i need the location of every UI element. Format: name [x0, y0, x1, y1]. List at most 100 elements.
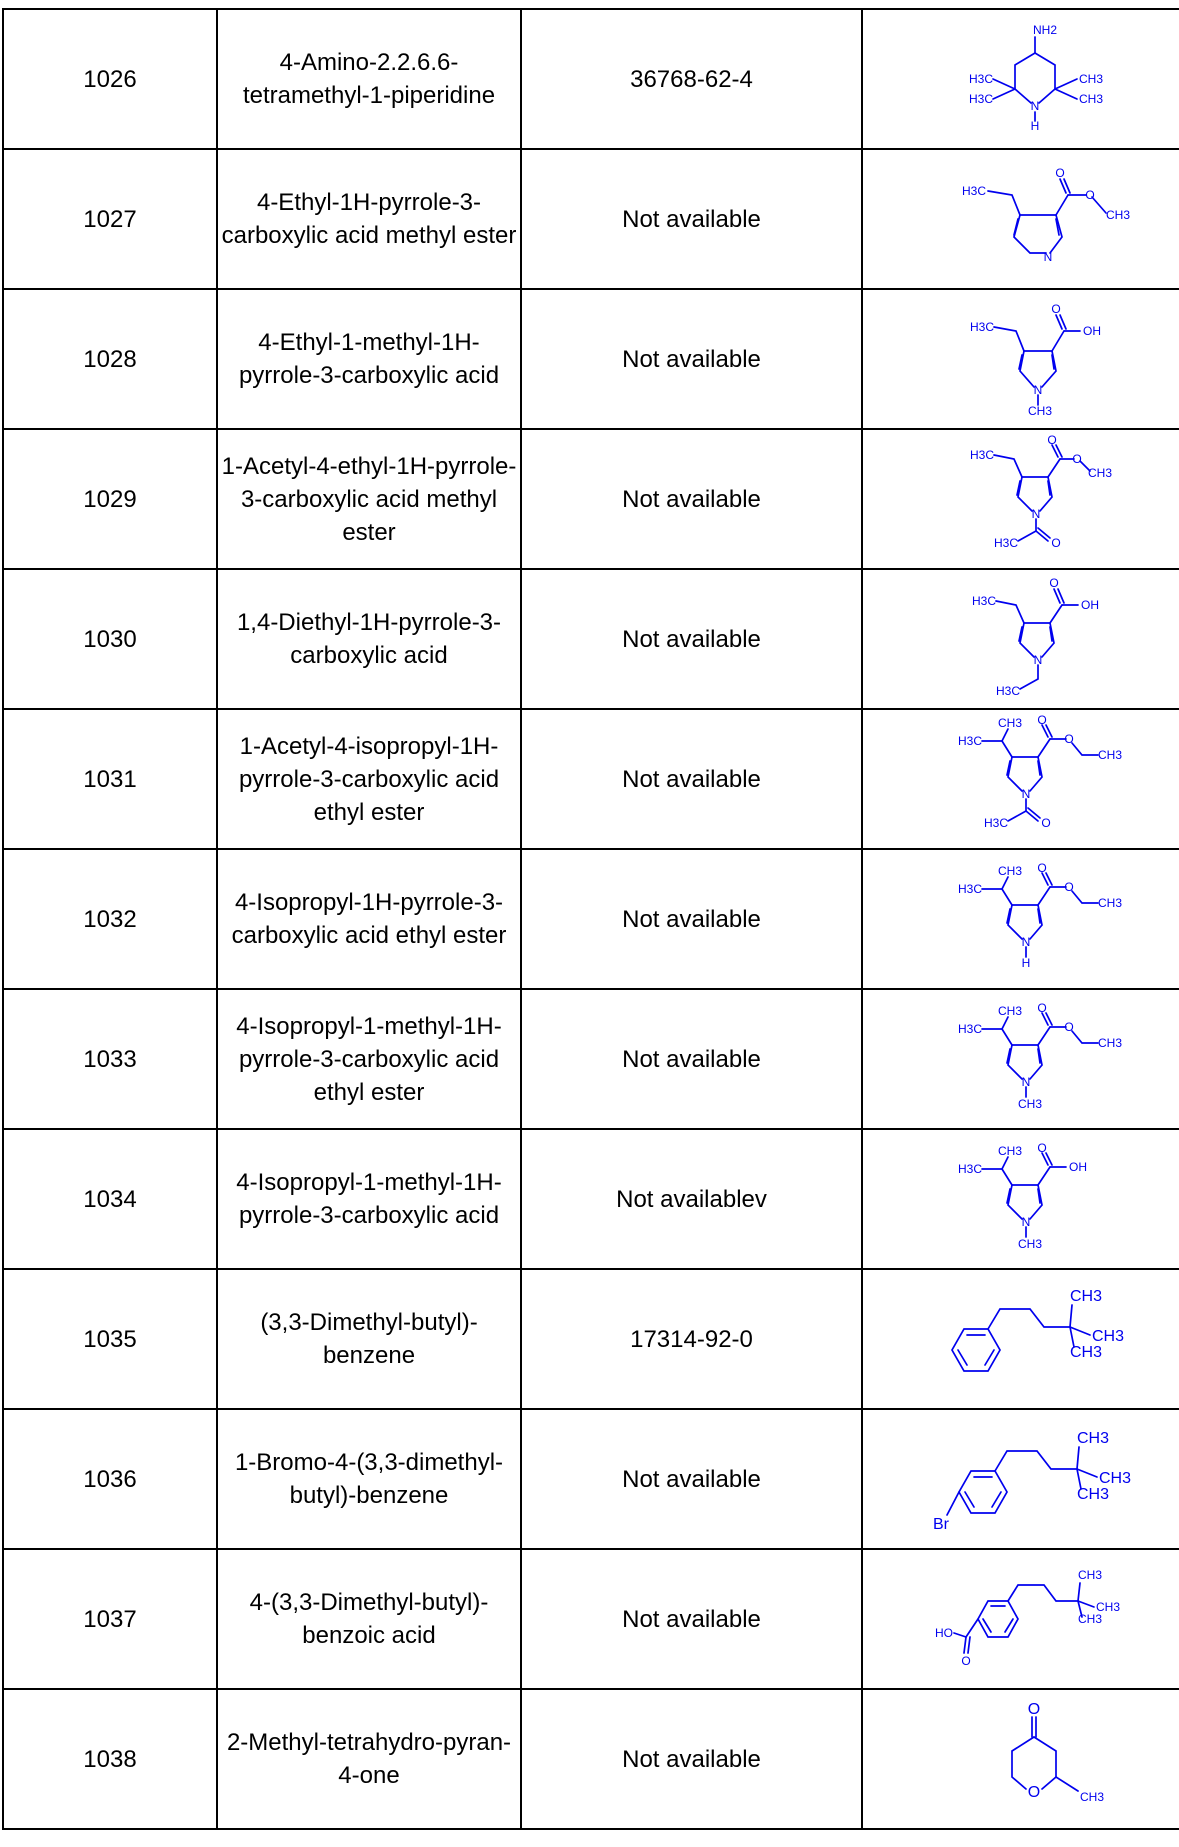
structure-atom: CH3 [997, 1004, 1021, 1018]
structure-image: H3C O OH N CH3 [969, 302, 1101, 418]
cas-number: Not available [520, 1688, 863, 1830]
structure-atom: H3C [983, 816, 1007, 830]
cas-number: Not available [520, 428, 863, 570]
structure-atom: O [1027, 1784, 1039, 1801]
structure-atom: H [1021, 956, 1030, 970]
structure-atom: CH3 [1095, 1600, 1119, 1614]
structure-atom: OH [1083, 324, 1101, 338]
structure-atom: O [1037, 861, 1046, 875]
compound-name: 4-Amino-2.2.6.6-tetramethyl-1-piperidine [242, 49, 496, 109]
structure-atom: CH3 [1097, 1036, 1121, 1050]
compound-id: 1035 [2, 1268, 218, 1410]
structure-atom: H3C [995, 684, 1019, 698]
compound-id: 1032 [2, 848, 218, 990]
cas-number: Not available [520, 848, 863, 990]
structure-atom: H3C [969, 320, 993, 334]
structure-atom: H3C [961, 184, 985, 198]
structure-image: NH2 H3C H3C N H CH3 CH3 [968, 23, 1102, 133]
structure-image: CH3 CH3 CH3 HO O [935, 1568, 1120, 1668]
structure-atom: Br [933, 1516, 950, 1533]
structure-atom: H3C [968, 92, 992, 106]
structure-atom: CH3 [997, 1144, 1021, 1158]
structure-image: CH3 H3C O O CH3 N H [957, 861, 1121, 970]
structure-atom: CH3 [1076, 1430, 1108, 1447]
structure-atom: CH3 [1017, 1237, 1041, 1251]
structure-image: CH3 H3C O O CH3 N CH3 [957, 1001, 1121, 1111]
structure-image: H3C O O CH3 N H3C O [969, 433, 1111, 550]
compound-id: 1036 [2, 1408, 218, 1550]
structure-atom: O [1049, 576, 1058, 590]
cas-number: Not available [520, 148, 863, 290]
structure-atom: H3C [957, 1022, 981, 1036]
structure-atom: CH3 [997, 864, 1021, 878]
cas-number: Not available [520, 1408, 863, 1550]
structure-atom: CH3 [1078, 72, 1102, 86]
structure-atom: H3C [957, 882, 981, 896]
compound-name: 4-Isopropyl-1-methyl-1H-pyrrole-3-carbox… [236, 1169, 502, 1229]
structure-image: CH3 CH3 CH3 Br [933, 1430, 1131, 1533]
structure-image: H3C O OH N H3C [971, 576, 1099, 698]
compound-name: 4-Isopropyl-1-methyl-1H-pyrrole-3-carbox… [236, 1012, 502, 1106]
structure-image: CH3 CH3 CH3 [950, 1288, 1124, 1372]
compound-name: 4-Isopropyl-1H-pyrrole-3-carboxylic acid… [231, 889, 507, 949]
table-row: 1028 4-Ethyl-1-methyl-1H-pyrrole-3-carbo… [2, 288, 1179, 430]
table-row: 1033 4-Isopropyl-1-methyl-1H-pyrrole-3-c… [2, 988, 1179, 1130]
structure-image: O O CH3 [1010, 1701, 1104, 1804]
compound-name: 4-Ethyl-1H-pyrrole-3-carboxylic acid met… [221, 189, 517, 249]
cas-number: Not available [520, 988, 863, 1130]
structure-atom: CH3 [1105, 208, 1129, 222]
structure-atom: CH3 [1078, 92, 1102, 106]
structure-atom: CH3 [1077, 1612, 1101, 1626]
structure-atom: H [1030, 119, 1039, 133]
structure-atom: N [1021, 935, 1030, 949]
cas-number: Not available [520, 568, 863, 710]
table-row: 1035 (3,3-Dimethyl-butyl)-benzene 17314-… [2, 1268, 1179, 1410]
structure-atom: O [1051, 302, 1060, 316]
structure-atom: O [1037, 713, 1046, 727]
structure-atom: H3C [957, 734, 981, 748]
structure-atom: CH3 [1079, 1790, 1103, 1804]
compound-id: 1027 [2, 148, 218, 290]
structure-atom: CH3 [997, 716, 1021, 730]
compound-id: 1031 [2, 708, 218, 850]
table-row: 1027 4-Ethyl-1H-pyrrole-3-carboxylic aci… [2, 148, 1179, 290]
structure-atom: N [1021, 1075, 1030, 1089]
structure-atom: CH3 [1098, 1470, 1130, 1487]
structure-atom: O [1037, 1141, 1046, 1155]
structure-atom: O [1055, 166, 1064, 180]
table-row: 1037 4-(3,3-Dimethyl-butyl)-benzoic acid… [2, 1548, 1179, 1690]
structure-atom: O [1064, 1020, 1073, 1034]
cas-number: 36768-62-4 [520, 8, 863, 150]
table-row: 1026 4-Amino-2.2.6.6-tetramethyl-1-piper… [2, 8, 1179, 150]
structure-atom: H3C [969, 448, 993, 462]
compound-name: 1,4-Diethyl-1H-pyrrole-3-carboxylic acid [236, 609, 502, 669]
structure-atom: H3C [971, 594, 995, 608]
table-row: 1036 1-Bromo-4-(3,3-dimethyl-butyl)-benz… [2, 1408, 1179, 1550]
structure-atom: N [1043, 250, 1052, 264]
structure-atom: N [1021, 787, 1030, 801]
structure-atom: O [1037, 1001, 1046, 1015]
structure-image: CH3 H3C O OH N CH3 [957, 1141, 1087, 1251]
compound-id: 1026 [2, 8, 218, 150]
structure-atom: OH [1069, 1160, 1087, 1174]
structure-atom: H3C [957, 1162, 981, 1176]
compound-name: 1-Bromo-4-(3,3-dimethyl-butyl)-benzene [234, 1449, 504, 1509]
cas-number: Not available [520, 708, 863, 850]
structure-atom: O [1027, 1701, 1039, 1718]
compound-name: 4-Ethyl-1-methyl-1H-pyrrole-3-carboxylic… [238, 329, 500, 389]
compound-name: 2-Methyl-tetrahydro-pyran-4-one [226, 1729, 512, 1789]
structure-atom: N [1031, 507, 1040, 521]
cas-number: 17314-92-0 [520, 1268, 863, 1410]
structure-atom: O [1064, 732, 1073, 746]
structure-atom: CH3 [1091, 1328, 1123, 1345]
compound-name: 1-Acetyl-4-isopropyl-1H-pyrrole-3-carbox… [238, 732, 500, 826]
structure-atom: CH3 [1097, 748, 1121, 762]
structure-atom: OH [1081, 598, 1099, 612]
structure-atom: O [1051, 536, 1060, 550]
structure-atom: O [1072, 452, 1081, 466]
compound-id: 1028 [2, 288, 218, 430]
structure-atom: CH3 [1017, 1097, 1041, 1111]
table-row: 1034 4-Isopropyl-1-methyl-1H-pyrrole-3-c… [2, 1128, 1179, 1270]
structure-atom: H3C [993, 536, 1017, 550]
table-row: 1029 1-Acetyl-4-ethyl-1H-pyrrole-3-carbo… [2, 428, 1179, 570]
